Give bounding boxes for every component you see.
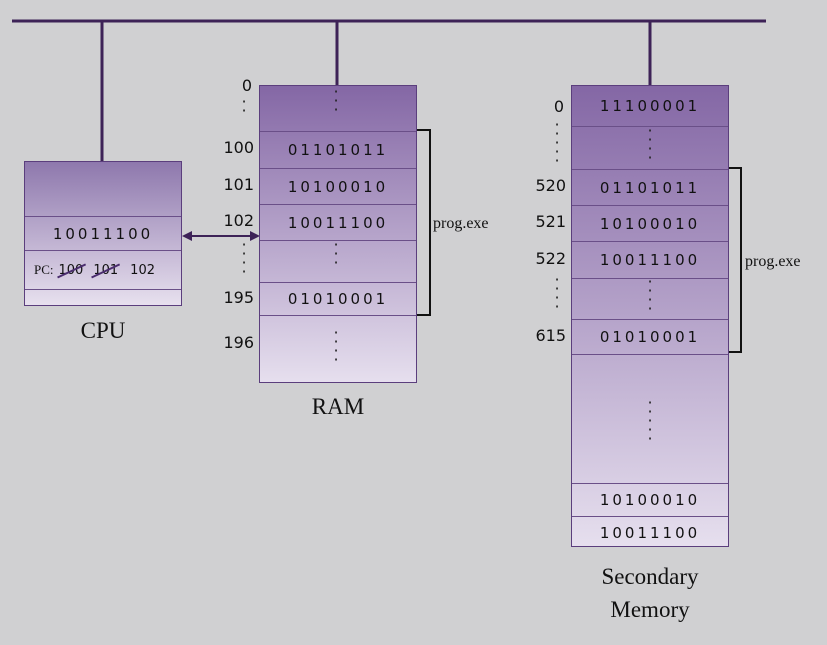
pc-old-value-2: 101 <box>93 262 119 278</box>
ram-addr: 101 <box>223 175 254 194</box>
secondary-cell-ellipsis <box>572 278 728 319</box>
ram-prog-label: prog.exe <box>433 215 489 232</box>
ram-cell-value: 01010001 <box>287 290 389 308</box>
secondary-prog-bracket <box>728 167 742 353</box>
ram-addr: 102 <box>223 211 254 230</box>
cpu-box: 10011100 PC: 100 101 102 <box>24 161 182 306</box>
secondary-addr-top: 0 <box>553 97 564 116</box>
secondary-cell-value: 10011100 <box>599 251 701 269</box>
ram-cell: 01101011 <box>260 131 416 168</box>
ram-cell: 10011100 <box>260 204 416 240</box>
ram-addr: 195 <box>223 288 254 307</box>
secondary-cell-ellipsis <box>572 126 728 169</box>
pc-old-value-1: 100 <box>58 262 84 278</box>
secondary-prog-label: prog.exe <box>745 253 801 270</box>
secondary-addr: 615 <box>535 326 566 345</box>
ram-cell-value: 01101011 <box>287 141 389 159</box>
secondary-ellipsis: ···· <box>647 272 653 318</box>
cpu-ram-arrowhead-right <box>250 231 260 241</box>
secondary-bottom-value: 10011100 <box>599 523 701 542</box>
secondary-ellipsis: ···· <box>647 121 653 167</box>
ram-cell: 10100010 <box>260 168 416 204</box>
ram-addr-top-ellipsis: ·· <box>241 92 247 120</box>
secondary-cell-value: 01101011 <box>599 178 701 197</box>
secondary-top-cell: 11100001 <box>572 86 728 126</box>
ram-cell-value: 10011100 <box>287 213 389 232</box>
ram-prog-bracket <box>416 129 431 316</box>
secondary-addr: 520 <box>535 176 566 195</box>
secondary-cell-value: 10100010 <box>599 214 701 233</box>
secondary-addr: 522 <box>535 249 566 268</box>
ram-addr: 100 <box>223 138 254 157</box>
ram-addr-top: 0 <box>241 76 252 95</box>
ram-cell-value: 10100010 <box>287 177 389 196</box>
secondary-bottom-cell: 10011100 <box>572 516 728 546</box>
cpu-ram-arrowhead-left <box>182 231 192 241</box>
secondary-caption-line2: Memory <box>610 597 690 622</box>
ram-box: 01101011 10100010 10011100 01010001 <box>259 85 417 383</box>
pc-current-value: 102 <box>130 262 155 278</box>
secondary-cell-value: 01010001 <box>599 328 701 346</box>
secondary-ellipsis: ····· <box>647 393 653 448</box>
secondary-addr-top-ellipsis: ····· <box>554 115 560 170</box>
secondary-top-value: 11100001 <box>599 97 701 115</box>
ram-top-ellipsis: ··· <box>333 82 339 119</box>
secondary-addr-ellipsis: ···· <box>554 270 560 316</box>
secondary-memory-box: 11100001 01101011 10100010 10011100 0101… <box>571 85 729 547</box>
ram-cell-ellipsis <box>260 240 416 282</box>
cpu-caption: CPU <box>80 318 126 343</box>
secondary-bottom-value: 10100010 <box>599 491 701 509</box>
secondary-cell: 01101011 <box>572 169 728 205</box>
cpu-program-counter: PC: 100 101 102 <box>25 250 181 290</box>
secondary-caption-line1: Secondary <box>601 564 699 589</box>
cpu-register: 10011100 <box>25 216 181 250</box>
secondary-cell: 01010001 <box>572 319 728 355</box>
secondary-caption: Secondary Memory <box>560 560 740 626</box>
secondary-cell: 10100010 <box>572 205 728 241</box>
secondary-addr: 521 <box>535 212 566 231</box>
cpu-register-value: 10011100 <box>52 224 154 243</box>
ram-caption: RAM <box>311 394 365 419</box>
ram-mid-ellipsis: ··· <box>333 235 339 272</box>
ram-addr-ellipsis: ···· <box>241 235 247 281</box>
secondary-cell: 10011100 <box>572 241 728 278</box>
secondary-bottom-cell: 10100010 <box>572 483 728 516</box>
pc-label: PC: <box>34 262 54 277</box>
ram-bottom-ellipsis: ···· <box>333 323 339 369</box>
ram-addr-after: 196 <box>223 333 254 352</box>
ram-cell: 01010001 <box>260 282 416 316</box>
